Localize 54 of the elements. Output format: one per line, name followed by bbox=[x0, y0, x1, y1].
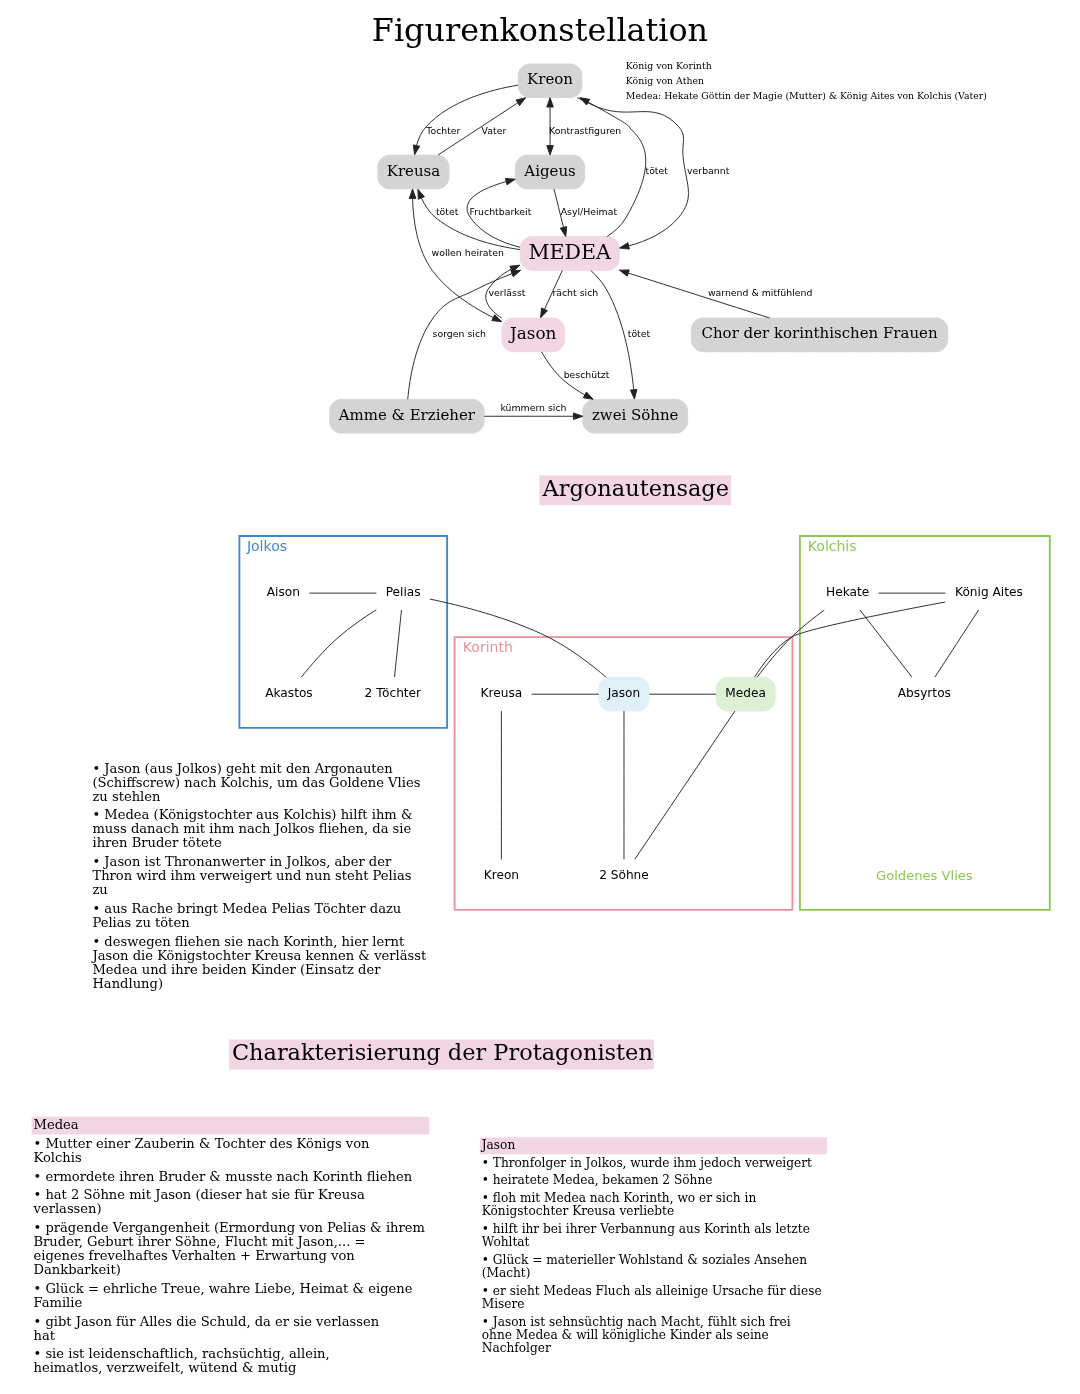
label: • Jason ist sehnsüchtig nach Macht, fühlt sich frei ohne Medea & will königliche Kinder als seine Nachfolger bbox=[481, 1314, 791, 1355]
node-text: Aison bbox=[266, 585, 300, 600]
label: • Mutter einer Zauberin & Tochter des Königs von Kolchis bbox=[33, 1135, 370, 1165]
node-text: Kreon bbox=[483, 868, 520, 883]
edge-label: tötet bbox=[645, 165, 668, 177]
node-text: Kreusa bbox=[480, 686, 523, 701]
label: • heiratete Medea, bekamen 2 Söhne bbox=[481, 1173, 713, 1188]
label: • ermordete ihren Bruder & musste nach Korinth fliehen bbox=[33, 1168, 413, 1184]
label: • er sieht Medeas Fluch als alleinige Ursache für diese Misere bbox=[481, 1283, 822, 1311]
edge-label: tötet bbox=[435, 206, 459, 218]
label: • prägende Vergangenheit (Ermordung von Pelias & ihrem Bruder, Geburt ihrer Söhne, Flucht mit Jason,... = eigenes frevelhaftes Verhalten + Erwartung von Dankbarkeit) bbox=[33, 1219, 425, 1278]
label: • Jason (aus Jolkos) geht mit den Argonauten (Schiffscrew) nach Kolchis, um das Goldene Vlies zu stehlen bbox=[92, 760, 421, 804]
node-label: Goldenes Vlies bbox=[876, 867, 973, 883]
label: • floh mit Medea nach Korinth, wo er sich in Königstochter Kreusa verliebte bbox=[481, 1191, 757, 1219]
label: Argonautensage bbox=[542, 474, 729, 501]
edge-label: tötet bbox=[627, 328, 651, 340]
edge-label: sorgen sich bbox=[432, 328, 486, 340]
label: • deswegen fliehen sie nach Korinth, hier lernt Jason die Königstochter Kreusa kennen & verlässt Medea und ihre beiden Kinder (Einsatz der Handlung) bbox=[92, 933, 427, 991]
label: König von Korinth bbox=[625, 59, 712, 71]
node-text: Hekate bbox=[826, 585, 870, 600]
edge-label: Kontrastfiguren bbox=[549, 124, 622, 136]
label: Jason bbox=[481, 1137, 516, 1152]
label: • Glück = ehrliche Treue, wahre Liebe, Heimat & eigene Familie bbox=[33, 1280, 413, 1310]
label: Charakterisierung der Protagonisten bbox=[231, 1039, 653, 1066]
label: • hilft ihr bei ihrer Verbannung aus Korinth als letzte Wohltat bbox=[481, 1222, 810, 1250]
edge-label: Vater bbox=[481, 124, 507, 136]
edge-label: Asyl/Heimat bbox=[560, 206, 618, 218]
node-text: Absyrtos bbox=[897, 686, 951, 701]
edge-label: rächt sich bbox=[552, 287, 599, 299]
edge-label: verlässt bbox=[488, 287, 526, 299]
edge-label: verbannt bbox=[687, 165, 730, 177]
label: • Thronfolger in Jolkos, wurde ihm jedoch verweigert bbox=[481, 1155, 812, 1170]
node-text: 2 Töchter bbox=[364, 686, 422, 701]
label: • Medea (Königstochter aus Kolchis) hilft ihm & muss danach mit ihm nach Jolkos fliehen, da sie ihren Bruder tötete bbox=[92, 807, 413, 851]
edge-label: wollen heiraten bbox=[431, 246, 504, 258]
edge-label: kümmern sich bbox=[500, 401, 567, 413]
label: Medea bbox=[33, 1117, 79, 1133]
diagram-title: Figurenkonstellation bbox=[371, 11, 709, 50]
label: • hat 2 Söhne mit Jason (dieser hat sie für Kreusa verlassen) bbox=[33, 1187, 365, 1217]
label: • Glück = materieller Wohlstand & soziales Ansehen (Macht) bbox=[481, 1252, 808, 1281]
node-text: Pelias bbox=[385, 585, 421, 600]
label: • Jason ist Thronanwerter in Jolkos, aber der Thron wird ihm verweigert und nun steht Pelias zu bbox=[92, 854, 412, 898]
node-text: König Aites bbox=[955, 585, 1023, 600]
label: Medea: Hekate Göttin der Magie (Mutter) & König Aites von Kolchis (Vater) bbox=[625, 89, 987, 101]
node-text: Akastos bbox=[265, 686, 313, 701]
label: • gibt Jason für Alles die Schuld, da er sie verlassen hat bbox=[33, 1313, 380, 1343]
label: König von Athen bbox=[625, 74, 704, 86]
node-text: 2 Söhne bbox=[599, 868, 649, 883]
edge-label: beschützt bbox=[563, 368, 610, 380]
edge-label: warnend & mitfühlend bbox=[707, 287, 813, 299]
label: • sie ist leidenschaftlich, rachsüchtig, allein, heimatlos, verzweifelt, wütend & mutig bbox=[33, 1346, 330, 1376]
edge-label: Tochter bbox=[426, 124, 461, 136]
edge-label: Fruchtbarkeit bbox=[469, 206, 532, 218]
label: • aus Rache bringt Medea Pelias Töchter dazu Pelias zu töten bbox=[92, 900, 402, 930]
